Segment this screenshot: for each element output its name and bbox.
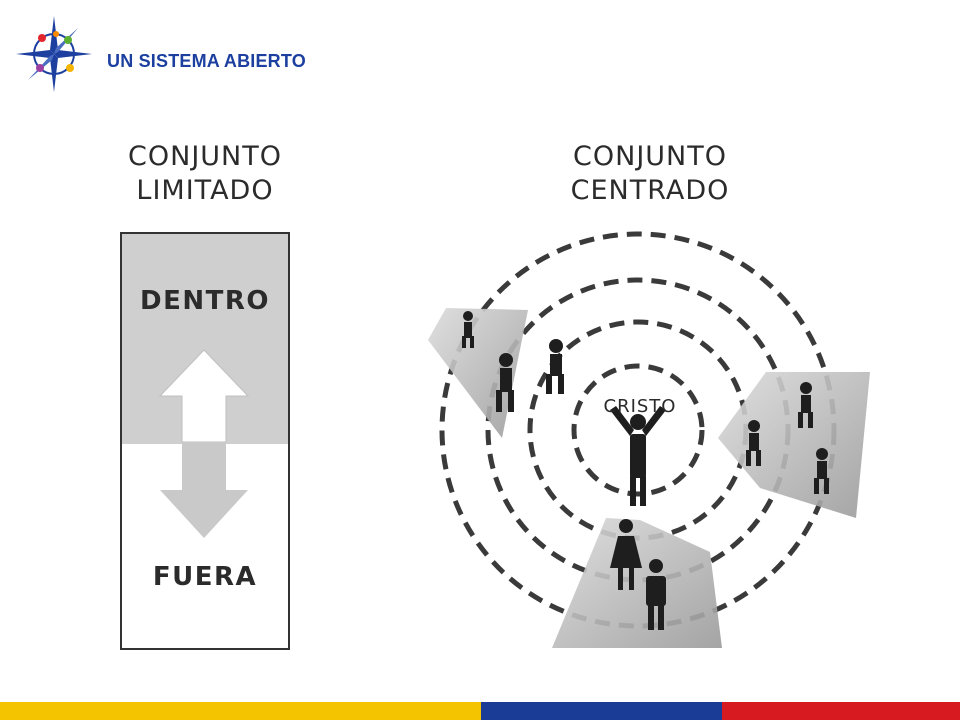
centered-set-diagram: CRISTO bbox=[428, 231, 870, 648]
up-arrow-icon bbox=[158, 349, 250, 443]
man-figure-icon bbox=[646, 559, 666, 630]
cristo-figure-icon bbox=[610, 406, 666, 506]
footer-red-stripe bbox=[722, 702, 960, 720]
outside-label: FUERA bbox=[152, 562, 258, 592]
cristo-label: CRISTO bbox=[604, 396, 677, 417]
centered-set-title-line1: CONJUNTO bbox=[573, 141, 727, 172]
inside-label: DENTRO bbox=[140, 286, 270, 316]
bounded-set-title: CONJUNTO LIMITADO bbox=[100, 140, 310, 208]
walker-1-icon bbox=[462, 311, 474, 348]
walker-3-icon bbox=[546, 339, 564, 394]
bounded-set-title-line1: CONJUNTO bbox=[128, 141, 282, 172]
walker-6-icon bbox=[814, 448, 829, 494]
down-arrow-icon bbox=[160, 442, 248, 538]
arrow-top-left bbox=[428, 308, 528, 438]
walker-2-icon bbox=[496, 353, 514, 412]
walker-4-icon bbox=[798, 382, 813, 428]
brand-title: UN SISTEMA ABIERTO bbox=[107, 51, 306, 71]
footer-blue-stripe bbox=[481, 702, 722, 720]
woman-figure-icon bbox=[610, 519, 642, 590]
in-out-arrows bbox=[158, 349, 250, 538]
arrow-right bbox=[718, 372, 870, 518]
arrow-bottom bbox=[552, 518, 722, 648]
compass-star-logo-icon bbox=[16, 16, 92, 92]
walker-5-icon bbox=[746, 420, 761, 466]
ring-1 bbox=[571, 363, 705, 497]
centered-set-title: CONJUNTO CENTRADO bbox=[530, 140, 770, 208]
footer-color-bar bbox=[0, 702, 960, 720]
footer-yellow-stripe bbox=[0, 702, 481, 720]
centered-set-title-line2: CENTRADO bbox=[570, 175, 730, 206]
bounded-set-title-line2: LIMITADO bbox=[136, 175, 274, 206]
